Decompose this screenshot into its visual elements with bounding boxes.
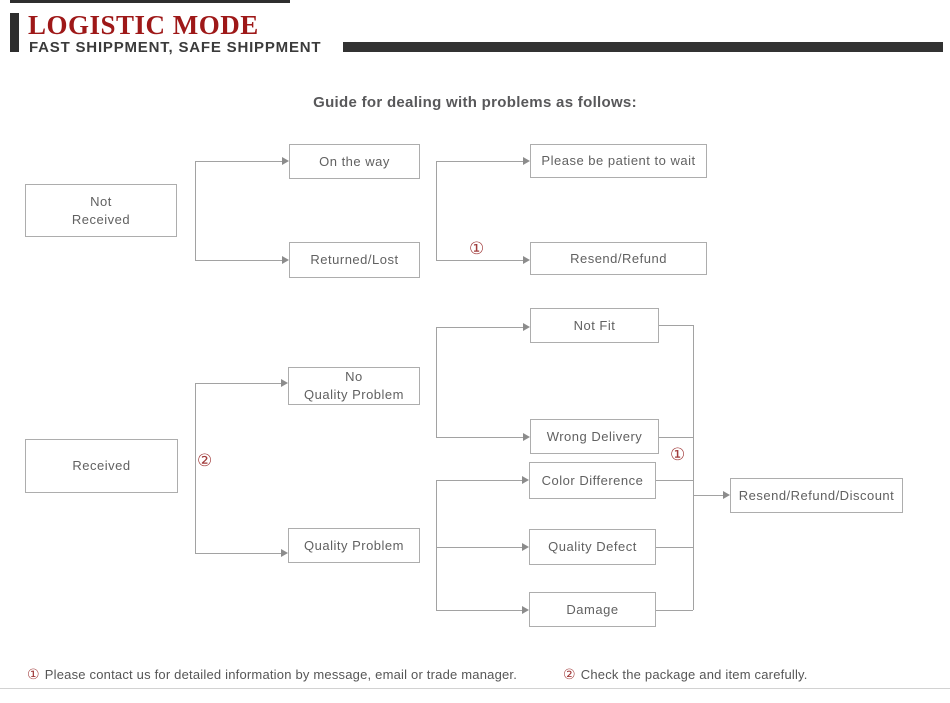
connector-line <box>436 437 523 438</box>
connector-line <box>436 161 523 162</box>
connector-line <box>436 161 437 260</box>
node-on-the-way: On the way <box>289 144 420 179</box>
node-not-received: Not Received <box>25 184 177 237</box>
arrowhead-icon <box>522 476 529 484</box>
header-right-bar <box>343 42 943 52</box>
connector-line <box>656 480 693 481</box>
header-top-bar <box>10 0 290 3</box>
connector-line <box>195 553 281 554</box>
node-resend-refund-discount: Resend/Refund/Discount <box>730 478 903 513</box>
connector-line <box>195 161 282 162</box>
connector-line <box>693 325 694 610</box>
node-be-patient: Please be patient to wait <box>530 144 707 178</box>
diagram-title: Guide for dealing with problems as follo… <box>313 94 637 111</box>
arrowhead-icon <box>522 606 529 614</box>
connector-line <box>693 495 723 496</box>
mark-circled-one: ① <box>469 239 485 258</box>
node-not-fit: Not Fit <box>530 308 659 343</box>
arrowhead-icon <box>723 491 730 499</box>
footnote-2: ② Check the package and item carefully. <box>563 666 808 683</box>
footnote-1-text: Please contact us for detailed informati… <box>44 667 518 682</box>
connector-line <box>656 610 693 611</box>
node-damage: Damage <box>529 592 656 627</box>
node-quality-defect: Quality Defect <box>529 529 656 565</box>
mark-circled-two: ② <box>197 451 213 470</box>
page-subtitle: FAST SHIPPMENT, SAFE SHIPPMENT <box>29 39 322 56</box>
mark-circled-one: ① <box>670 445 686 464</box>
connector-line <box>659 325 693 326</box>
node-color-difference: Color Difference <box>529 462 656 499</box>
connector-line <box>436 327 523 328</box>
node-returned-lost: Returned/Lost <box>289 242 420 278</box>
arrowhead-icon <box>522 543 529 551</box>
connector-line <box>436 480 437 610</box>
node-resend-refund: Resend/Refund <box>530 242 707 275</box>
connector-line <box>436 260 523 261</box>
node-received: Received <box>25 439 178 493</box>
connector-line <box>436 327 437 437</box>
arrowhead-icon <box>282 256 289 264</box>
connector-line <box>195 161 196 260</box>
arrowhead-icon <box>282 157 289 165</box>
connector-line <box>195 383 196 553</box>
connector-line <box>436 547 522 548</box>
connector-line <box>656 547 693 548</box>
arrowhead-icon <box>523 433 530 441</box>
arrowhead-icon <box>281 379 288 387</box>
header-left-bar <box>10 13 19 52</box>
mark-circled-two: ② <box>563 666 576 682</box>
connector-line <box>436 610 522 611</box>
node-wrong-delivery: Wrong Delivery <box>530 419 659 454</box>
node-quality-problem: Quality Problem <box>288 528 420 563</box>
connector-line <box>659 437 693 438</box>
arrowhead-icon <box>523 157 530 165</box>
connector-line <box>195 383 281 384</box>
connector-line <box>195 260 282 261</box>
arrowhead-icon <box>523 256 530 264</box>
bottom-divider <box>0 688 950 689</box>
connector-line <box>436 480 522 481</box>
arrowhead-icon <box>523 323 530 331</box>
arrowhead-icon <box>281 549 288 557</box>
mark-circled-one: ① <box>27 666 40 682</box>
footnote-1: ① Please contact us for detailed informat… <box>27 666 517 683</box>
page-title: LOGISTIC MODE <box>28 10 259 40</box>
node-no-quality-problem: No Quality Problem <box>288 367 420 405</box>
footnote-2-text: Check the package and item carefully. <box>580 667 808 682</box>
